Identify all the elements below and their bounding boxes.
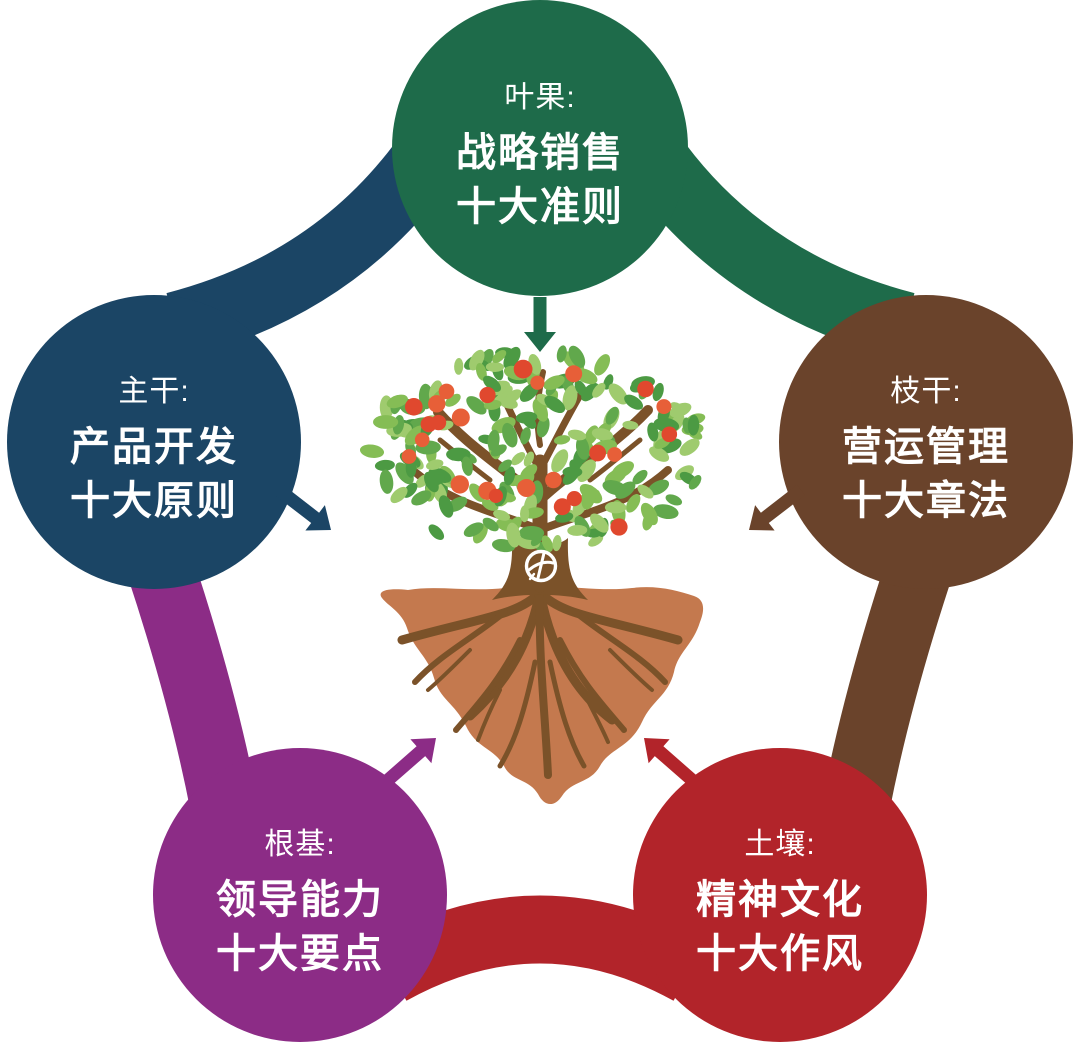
trunk-logo-icon xyxy=(524,549,558,583)
circle-roots xyxy=(153,748,447,1042)
up-right-arrow-icon xyxy=(383,738,436,785)
canopy-apples xyxy=(401,359,678,536)
topic-circles xyxy=(7,0,1073,1042)
circle-leaves-fruit xyxy=(392,0,688,296)
apple-tree-illustration xyxy=(359,345,706,805)
circle-branches xyxy=(779,295,1073,589)
up-left-arrow-icon xyxy=(644,738,697,785)
band-roots-to-trunk xyxy=(125,549,258,812)
roots xyxy=(397,587,683,779)
band-leaves-to-branches xyxy=(631,144,915,359)
band-branches-to-soil xyxy=(822,549,955,812)
band-trunk-to-leaves xyxy=(166,144,449,359)
down-arrow-icon xyxy=(524,297,556,352)
circle-soil xyxy=(633,748,927,1042)
down-right-arrow-icon xyxy=(275,484,331,531)
circle-trunk xyxy=(7,295,301,589)
center-arrows xyxy=(275,297,805,785)
down-left-arrow-icon xyxy=(749,484,805,531)
